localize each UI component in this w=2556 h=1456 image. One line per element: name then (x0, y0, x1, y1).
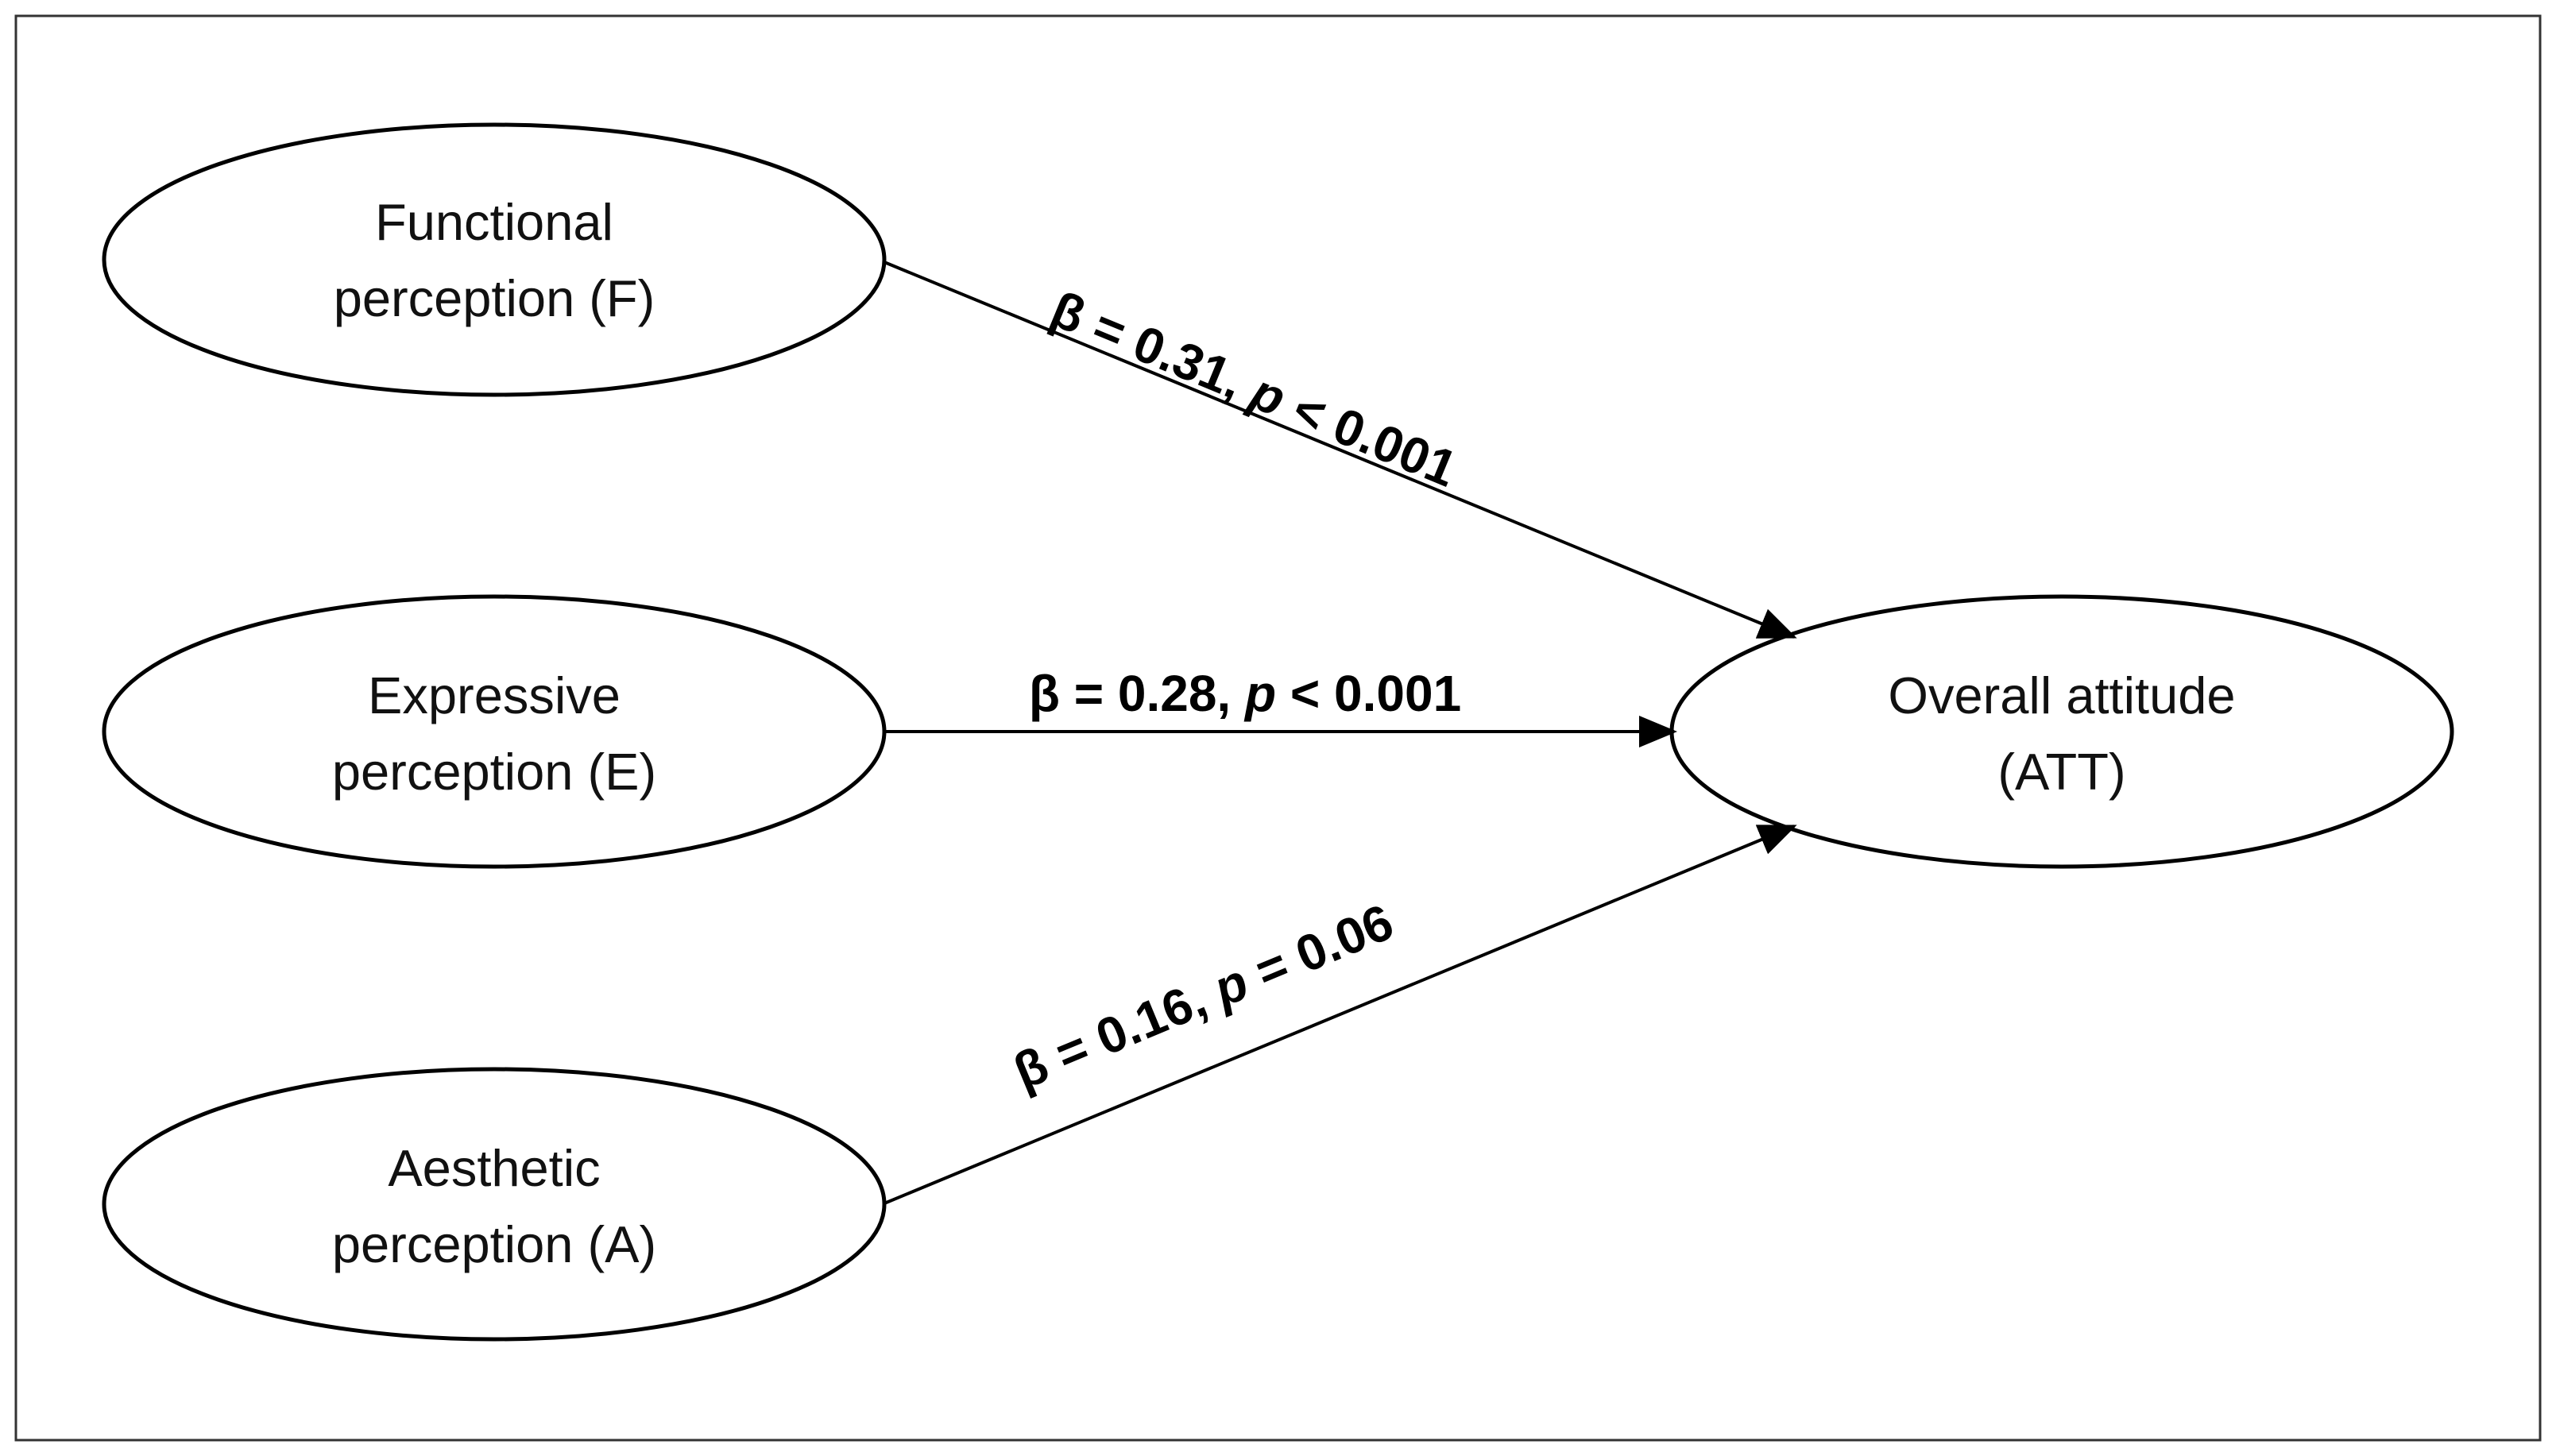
attitude-label-line1: Overall attitude (1888, 666, 2235, 724)
functional-beta-text: β = 0.31, (1043, 280, 1265, 415)
arrow-functional-to-attitude (884, 261, 1797, 639)
aesthetic-perception-node (102, 1067, 887, 1342)
aesthetic-p-value: = 0.06 (1234, 893, 1401, 1006)
expressive-path-coefficient: β = 0.28, p < 0.001 (1029, 665, 1461, 722)
functional-label-line2: perception (F) (334, 269, 655, 327)
expressive-label-line2: perception (E) (332, 743, 656, 801)
functional-p-value: < 0.001 (1272, 374, 1465, 497)
aesthetic-path-coefficient: β = 0.16, p = 0.06 (1006, 893, 1402, 1100)
expressive-p-symbol: p (1243, 665, 1276, 722)
functional-label-line1: Functional (375, 193, 613, 251)
figure-frame (14, 14, 2542, 1442)
attitude-label-line2: (ATT) (1997, 743, 2125, 801)
expressive-beta-text: β = 0.28, (1029, 665, 1245, 722)
functional-path-coefficient: β = 0.31, p < 0.001 (1043, 280, 1465, 498)
expressive-perception-node (102, 594, 887, 869)
aesthetic-label-line1: Aesthetic (388, 1139, 600, 1197)
expressive-p-value: < 0.001 (1276, 665, 1461, 722)
aesthetic-label-line2: perception (A) (332, 1215, 656, 1273)
expressive-label-line1: Expressive (368, 666, 621, 724)
overall-attitude-node (1669, 594, 2454, 869)
functional-perception-node (102, 122, 887, 397)
aesthetic-beta-text: β = 0.16, (1006, 965, 1228, 1101)
arrow-aesthetic-to-attitude (884, 825, 1797, 1205)
